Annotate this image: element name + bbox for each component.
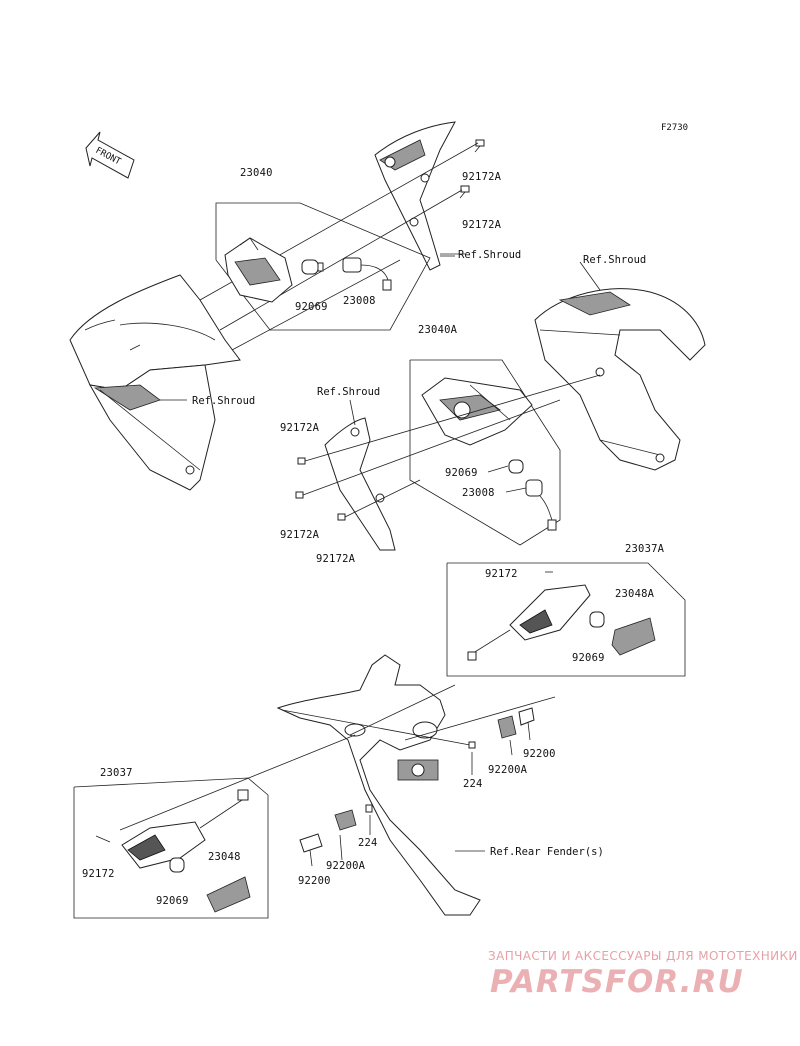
label-ref-shroud-1: Ref.Shroud <box>458 249 521 261</box>
rear-fender-bracket <box>276 654 481 916</box>
label-ref-rear-fender: Ref.Rear Fender(s) <box>490 846 604 858</box>
label-92069-1: 92069 <box>295 301 328 313</box>
label-92069-2: 92069 <box>445 467 478 479</box>
label-23008-1: 23008 <box>343 295 376 307</box>
lower-shroud-bracket <box>324 417 396 551</box>
watermark-logo: PARTSFOR.RU <box>490 964 744 1000</box>
label-92172A-4: 92172A <box>280 529 320 541</box>
bulb-92069-middle <box>508 459 524 474</box>
label-23048A: 23048A <box>615 588 655 600</box>
bolt-92172A-lower-3 <box>337 513 346 521</box>
label-23048: 23048 <box>208 851 241 863</box>
label-92172-2: 92172 <box>82 868 115 880</box>
label-92069-4: 92069 <box>156 895 189 907</box>
front-shroud-right <box>534 288 706 471</box>
label-92069-3: 92069 <box>572 652 605 664</box>
label-92200-2: 92200 <box>298 875 331 887</box>
label-92172A-5: 92172A <box>316 553 356 565</box>
clip-92200A-lower <box>334 809 357 831</box>
label-92200-1: 92200 <box>523 748 556 760</box>
front-turn-signal-right <box>421 377 533 446</box>
label-23037: 23037 <box>100 767 133 779</box>
front-arrow-icon: FRONT <box>85 131 135 179</box>
label-92172A-2: 92172A <box>462 219 502 231</box>
front-turn-signal-left <box>224 237 293 303</box>
bolt-92172A-upper-1 <box>474 139 485 153</box>
label-23040A: 23040A <box>418 324 458 336</box>
watermark-tagline: ЗАПЧАСТИ И АКСЕССУАРЫ ДЛЯ МОТОТЕХНИКИ <box>488 949 798 963</box>
label-23040: 23040 <box>240 167 273 179</box>
label-92172: 92172 <box>485 568 518 580</box>
socket-23008-upper <box>342 257 392 291</box>
rear-turn-signal-left <box>121 789 249 869</box>
bolt-92172A-lower-1 <box>297 457 306 465</box>
label-ref-shroud-3: Ref.Shroud <box>192 395 255 407</box>
label-23008-2: 23008 <box>462 487 495 499</box>
rear-turn-signal-right <box>467 584 591 661</box>
label-92172A-1: 92172A <box>462 171 502 183</box>
bulb-92069-rear-left <box>169 857 185 873</box>
bulb-92069-upper <box>301 259 324 275</box>
label-92200A-2: 92200A <box>326 860 366 872</box>
screw-224-lower <box>365 804 373 813</box>
bulb-92069-rear-right <box>589 611 605 628</box>
lens-23048A <box>611 617 656 656</box>
label-224-2: 224 <box>358 837 378 849</box>
label-ref-shroud-2: Ref.Shroud <box>583 254 646 266</box>
screw-224-right <box>468 741 476 749</box>
lens-23048 <box>206 876 251 913</box>
label-ref-shroud-4: Ref.Shroud <box>317 386 380 398</box>
label-23037A: 23037A <box>625 543 665 555</box>
clip-92200-lower <box>299 833 323 853</box>
front-shroud-left <box>69 274 241 491</box>
socket-23008-middle <box>525 479 557 531</box>
bolt-92172A-lower-2 <box>295 491 304 499</box>
bolt-92172A-upper-2 <box>459 185 470 199</box>
upper-shroud-bracket <box>374 121 456 271</box>
clip-92200-right <box>518 707 535 726</box>
label-224-1: 224 <box>463 778 483 790</box>
clip-92200A-right <box>497 715 517 739</box>
figure-code: F2730 <box>661 123 688 133</box>
label-92172A-3: 92172A <box>280 422 320 434</box>
label-92200A-1: 92200A <box>488 764 528 776</box>
